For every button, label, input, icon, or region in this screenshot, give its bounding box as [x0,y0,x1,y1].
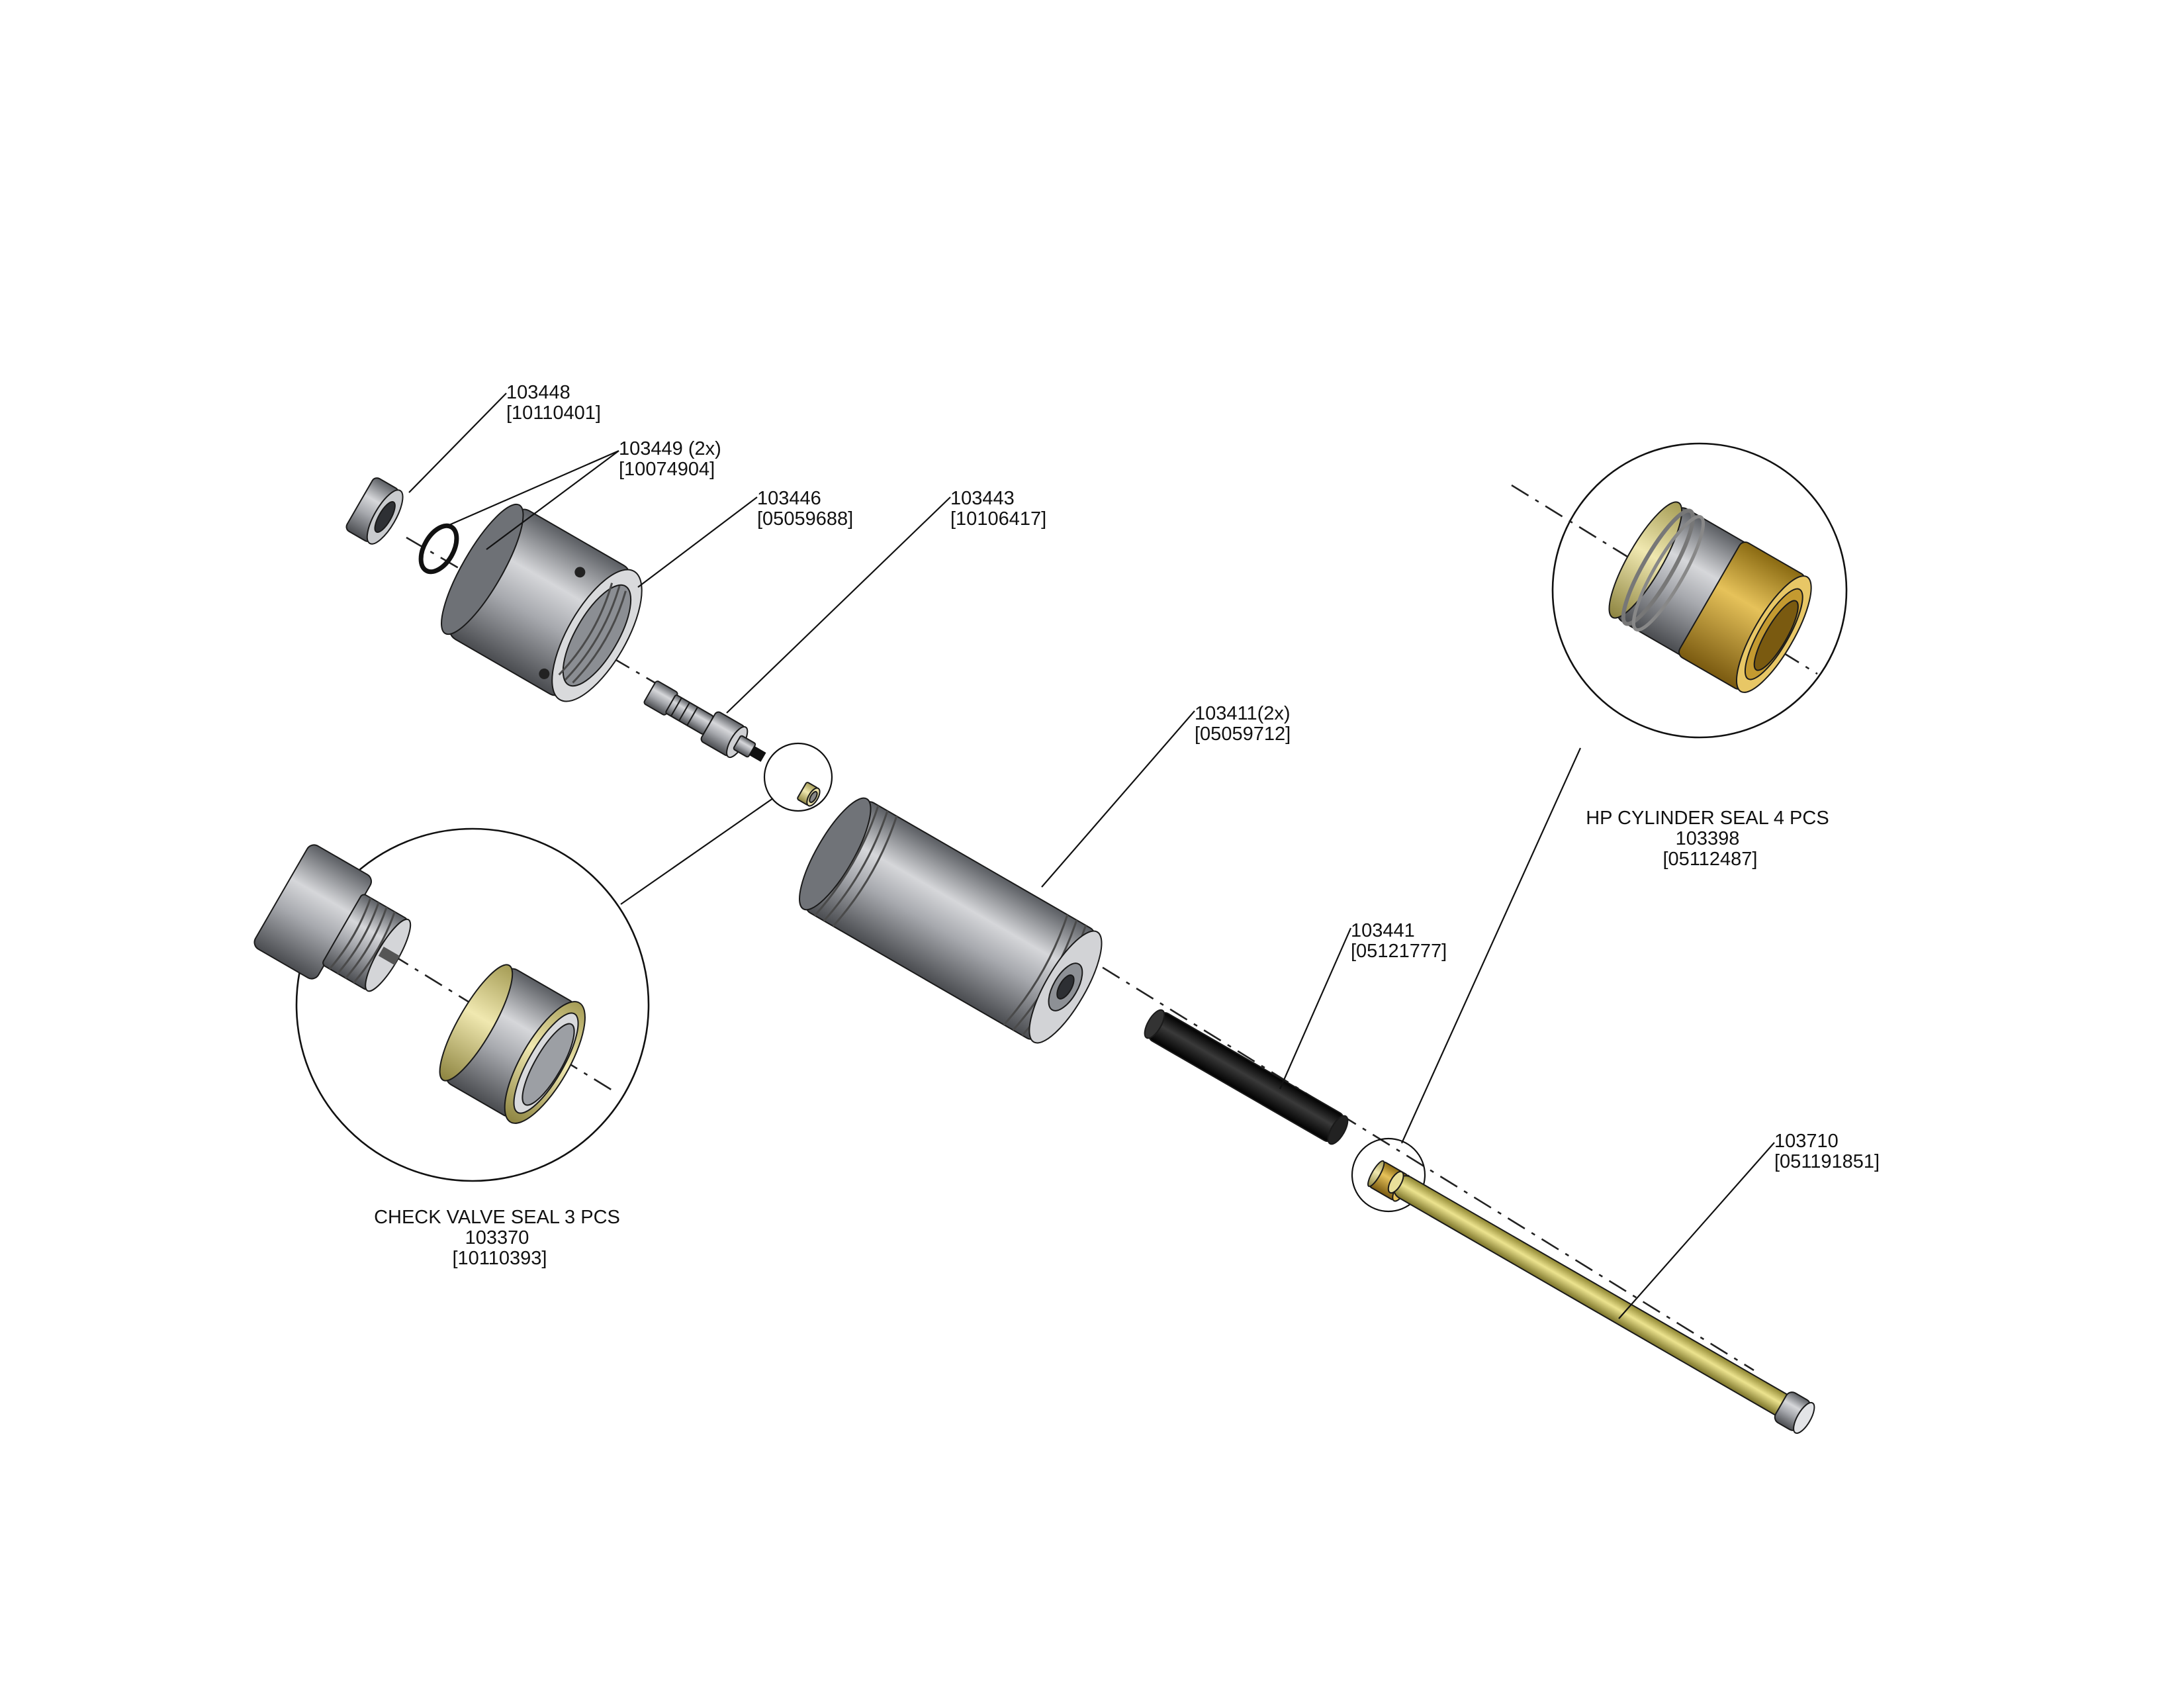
callout-103710-number: 103710 [1774,1131,1839,1152]
check-valve-body-detail [253,844,412,992]
leader-hp-cylinder-detail [1400,747,1582,1144]
leader-103446 [637,496,758,588]
callout-103446-code: [05059688] [757,508,853,530]
check-valve-caption-code: [10110393] [453,1248,547,1269]
callout-103441-code: [05121777] [1351,941,1447,962]
part-103411-hp-cylinder [799,797,1103,1044]
leader-103443 [726,496,951,714]
leader-check-valve-detail [620,798,774,905]
callout-103441-number: 103441 [1351,920,1415,941]
hp-cylinder-seal-detail [1608,501,1812,693]
part-103441-plunger [1144,1009,1349,1145]
hp-seal-detail-ring [1351,1137,1426,1213]
check-valve-caption-title: CHECK VALVE SEAL 3 PCS [374,1207,620,1228]
leader-103449-b [486,450,619,550]
callout-103443-code: [10106417] [950,508,1046,530]
callout-103448-number: 103448 [506,382,570,403]
main-center-axis-lower [1068,945,1754,1372]
leader-103441 [1279,927,1352,1090]
callout-103443-number: 103443 [950,488,1015,509]
check-valve-seal-detail [439,964,586,1124]
leader-103449-a [444,449,619,528]
callout-103446-number: 103446 [757,488,821,509]
part-103449-oring-1 [418,523,459,575]
callout-103449: 103449 (2x) [10074904] [619,438,727,480]
callout-103448-code: [10110401] [506,402,601,424]
leader-103710 [1618,1142,1775,1319]
callout-103411: 103411(2x) [05059712] [1195,703,1296,745]
hp-cylinder-caption: HP CYLINDER SEAL 4 PCS 103398 [05112487] [1586,808,1835,870]
hp-cylinder-caption-code: [05112487] [1663,849,1758,870]
callout-103710: 103710 [051191851] [1774,1131,1880,1172]
leader-103411 [1041,710,1195,888]
small-check-valve-seal [797,782,821,807]
callout-103441: 103441 [05121777] [1351,920,1447,962]
part-103710-tie-rod [1387,1170,1815,1434]
hp-cylinder-caption-number: 103398 [1676,828,1740,849]
callout-103443: 103443 [10106417] [950,488,1046,530]
check-valve-caption: CHECK VALVE SEAL 3 PCS 103370 [10110393] [374,1207,625,1269]
callout-103449-number: 103449 (2x) [619,438,721,459]
check-valve-caption-number: 103370 [465,1227,529,1248]
callout-103448: 103448 [10110401] [506,382,601,424]
part-103446-housing [441,503,643,702]
leader-103448 [408,393,507,493]
check-detail-axis [357,932,616,1094]
callout-103411-code: [05059712] [1195,724,1291,745]
hp-cylinder-caption-title: HP CYLINDER SEAL 4 PCS [1586,808,1829,829]
callout-103411-number: 103411(2x) [1195,703,1291,724]
check-valve-detail-ring [763,742,833,812]
part-103448-nut [345,477,404,545]
callout-103710-code: [051191851] [1774,1151,1880,1172]
part-103443-check-valve [643,680,766,762]
callout-103446: 103446 [05059688] [757,488,853,530]
callout-103449-code: [10074904] [619,459,715,480]
